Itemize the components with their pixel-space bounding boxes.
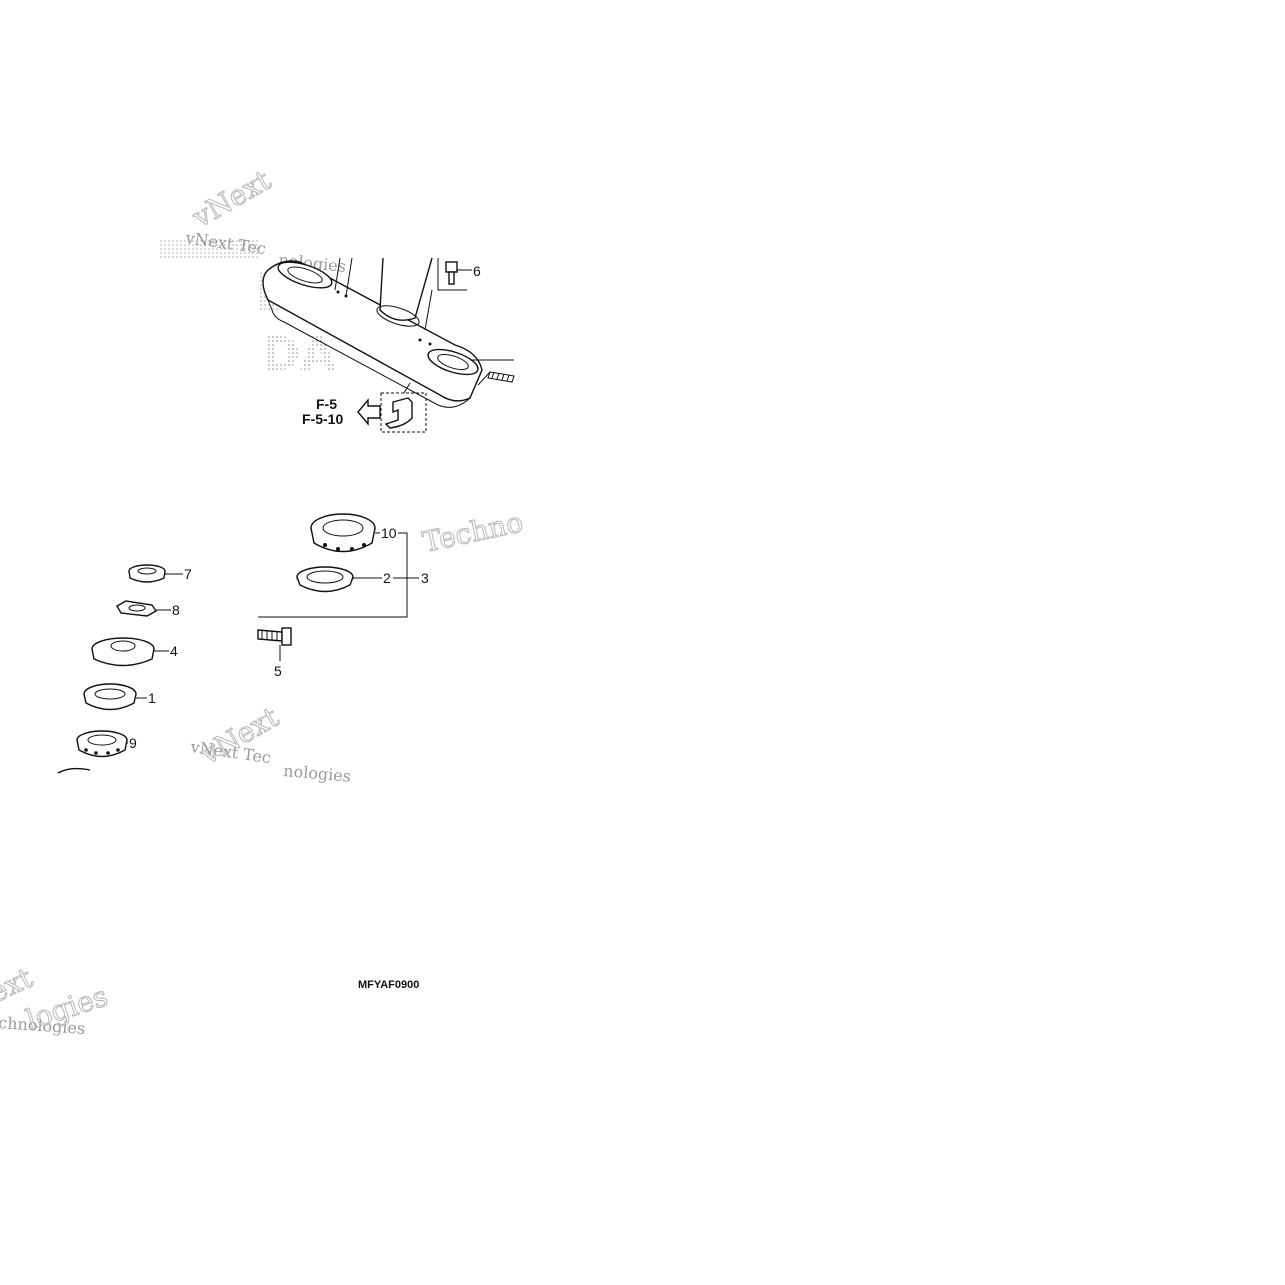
callout-7: 7	[184, 566, 192, 582]
callout-5: 5	[274, 663, 282, 679]
lock-washer-8	[116, 600, 171, 617]
watermark-bottom-left: ext chnologies logies	[0, 960, 112, 1038]
reference-f5: F-5	[316, 396, 337, 412]
callout-4: 4	[170, 643, 178, 659]
callout-3: 3	[421, 570, 429, 586]
drawing-code: MFYAF0900	[358, 979, 419, 991]
lock-nut-7	[128, 564, 183, 583]
adjusting-nut-4	[91, 637, 169, 667]
callout-10: 10	[381, 525, 397, 541]
cable-bracket	[380, 382, 427, 433]
bolt-5	[257, 627, 292, 661]
callout-6: 6	[473, 263, 481, 279]
svg-text:DA: DA	[262, 327, 336, 381]
callout-3-bracket	[258, 532, 419, 618]
callout-8: 8	[172, 602, 180, 618]
svg-text:vNext: vNext	[186, 163, 277, 234]
bearing-10	[310, 513, 380, 553]
top-bridge-assembly	[262, 257, 515, 408]
svg-text:Techno: Techno	[420, 505, 526, 558]
callout-2: 2	[383, 570, 391, 586]
race-2	[296, 566, 382, 593]
callout-1: 1	[148, 690, 156, 706]
callout-9: 9	[129, 735, 137, 751]
lower-race-partial	[57, 767, 91, 774]
svg-text:nologies: nologies	[283, 761, 352, 786]
dust-seal-1	[83, 683, 147, 711]
bearing-9	[76, 730, 128, 758]
watermark-top-left: vNext Tec nologies vNext	[158, 163, 347, 276]
watermark-bottom-center: vNext Tec nologies vNext	[188, 700, 351, 786]
bolt-6	[437, 258, 472, 291]
reference-arrow	[357, 398, 381, 426]
watermark-middle-right: Techno	[419, 505, 526, 559]
reference-f5-10: F-5-10	[302, 411, 343, 427]
